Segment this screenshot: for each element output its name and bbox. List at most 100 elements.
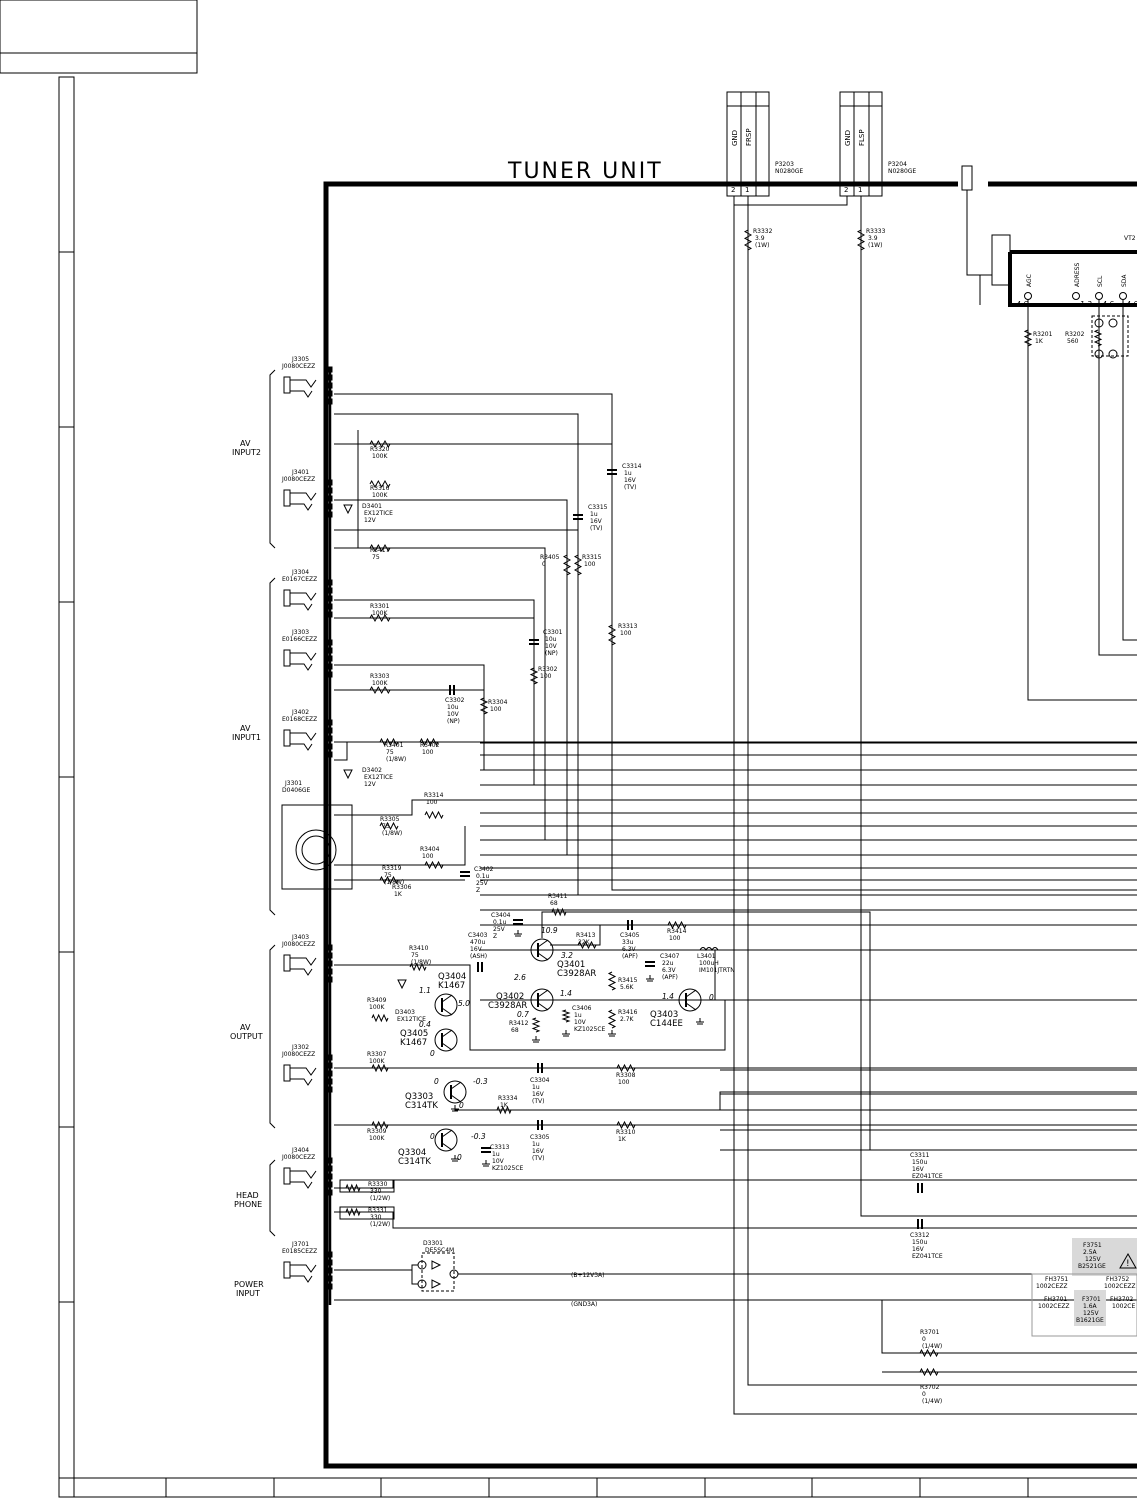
component-value: Z <box>476 887 480 894</box>
component-value: 1u <box>532 1084 540 1091</box>
fuse-f3701-box <box>1074 1290 1106 1326</box>
jack-pin <box>325 611 333 618</box>
component-value: 1u <box>492 1151 500 1158</box>
resistor-symbol <box>424 810 444 820</box>
resistor-symbol <box>369 543 391 553</box>
bridge-diode-pin <box>417 1279 427 1289</box>
component-ref: R3331 <box>368 1207 388 1214</box>
transistor-part: C3928AR <box>488 1001 527 1011</box>
node-voltage: 0 <box>430 1049 435 1058</box>
component-ref: C3312 <box>910 1232 930 1239</box>
jack-pin <box>325 976 333 983</box>
component-value: 150u <box>912 1159 927 1166</box>
component-ref: R3304 <box>488 699 508 706</box>
jack-part: E0166CEZZ <box>282 636 317 643</box>
component-ref: R3414 <box>667 928 687 935</box>
diode-symbol <box>431 1260 442 1270</box>
ic-pin-agc: AGC <box>1026 274 1033 287</box>
jack-symbol <box>283 1167 291 1185</box>
component-value: (1/4W) <box>922 1343 942 1350</box>
zener-diode-symbol <box>397 979 407 990</box>
bridge-diode-pin <box>449 1269 459 1279</box>
fuse-f3701-voltage: 125V <box>1083 1310 1099 1317</box>
component-value: 100 <box>422 749 434 756</box>
jack-symbol <box>290 743 313 751</box>
component-value: 0 <box>922 1336 926 1343</box>
component-ref: R3316 <box>370 485 390 492</box>
transistor-part: C3928AR <box>557 969 596 979</box>
component-value: (TV) <box>624 484 636 491</box>
node-voltage: 0.4 <box>419 1020 431 1029</box>
resistor-symbol <box>551 907 567 917</box>
ic-v-scl: 4.6 <box>1102 300 1114 309</box>
jack-pin <box>325 1189 333 1196</box>
transistor-ref: Q3304 <box>398 1148 426 1158</box>
jack-pin <box>325 1070 333 1077</box>
fuse-holder-fh3701-part: 1002CEZZ <box>1038 1303 1069 1310</box>
node-voltage: 0 <box>459 1101 464 1110</box>
component-ref: C3301 <box>543 629 563 636</box>
wire <box>334 599 1137 786</box>
node-voltage: 5.0 <box>458 999 470 1008</box>
component-ref: R3309 <box>367 1128 387 1135</box>
component-ref: R3404 <box>420 846 440 853</box>
p3204-part: N0280GE <box>888 168 916 175</box>
jack-pin <box>325 960 333 967</box>
jack-part: D0406GE <box>282 787 311 794</box>
node-voltage: 10.9 <box>541 926 558 935</box>
left-border-strip <box>58 76 75 1498</box>
jack-ref: J3701 <box>291 1241 309 1248</box>
transistor-symbol <box>530 988 554 1012</box>
component-value: 1K <box>394 891 403 898</box>
resistor-symbol <box>379 821 399 831</box>
component-ref: C3305 <box>530 1134 550 1141</box>
resistor-symbol <box>616 1120 636 1130</box>
node-voltage: 2.6 <box>514 973 526 982</box>
jack-ref: J3403 <box>291 934 309 941</box>
group-av-output-l2: OUTPUT <box>230 1032 263 1041</box>
jack-symbol <box>290 379 317 388</box>
component-value: (TV) <box>532 1098 544 1105</box>
node-voltage: 1.1 <box>419 986 431 995</box>
component-ref: R3409 <box>367 997 387 1004</box>
component-value: 10V <box>492 1158 505 1165</box>
jack-pin <box>325 382 333 389</box>
jack-symbol <box>283 649 291 667</box>
resistor-symbol <box>561 1009 571 1023</box>
s-video-connector <box>295 829 337 871</box>
component-value: 10V <box>447 711 460 718</box>
component-value: 16V <box>624 477 637 484</box>
jack-symbol <box>290 1275 313 1283</box>
transistor-symbol <box>443 1080 467 1104</box>
component-value: 25V <box>476 880 489 887</box>
zener-diode-symbol <box>343 504 353 515</box>
component-value: KZ1025CE <box>574 1026 606 1033</box>
jack-ref: J3404 <box>291 1147 309 1154</box>
component-value: 75 <box>384 872 392 879</box>
p3204-num-1: 1 <box>858 186 862 194</box>
warning-triangle-icon: ! <box>1119 1252 1137 1269</box>
jack-symbol <box>290 1264 317 1273</box>
jack-pin <box>325 1251 333 1258</box>
s-video-connector <box>301 835 331 865</box>
component-value: 470u <box>470 939 485 946</box>
wire <box>454 1091 1137 1111</box>
jack-pin <box>325 743 333 750</box>
jack-symbol <box>283 489 291 507</box>
bridge-diode-pin <box>417 1260 427 1270</box>
component-value: 12V <box>364 517 377 524</box>
wire <box>334 1179 1137 1189</box>
component-value: (1/4W) <box>922 1398 942 1405</box>
group-bracket <box>269 577 276 916</box>
jack-part: E0185CEZZ <box>282 1248 317 1255</box>
resistor-symbol <box>607 971 617 991</box>
component-value: (APF) <box>662 974 678 981</box>
resistor-symbol <box>1093 329 1103 347</box>
resistor-symbol <box>616 1063 636 1073</box>
component-value: EX12TICE <box>397 1016 426 1023</box>
component-ref: C3313 <box>490 1144 510 1151</box>
wire <box>334 964 726 1051</box>
jack-pin <box>325 579 333 586</box>
jack-symbol <box>283 1261 291 1279</box>
p3203-num-2: 2 <box>731 186 735 194</box>
